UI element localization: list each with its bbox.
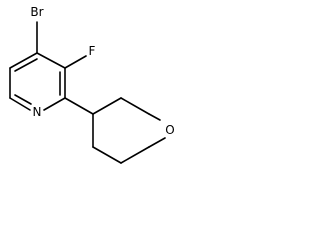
bond-oxane-2 [120,97,150,115]
bromine-label: Br [30,5,43,19]
bond-c5-c4-inner [14,58,38,72]
bond-n1-c6-inner [14,94,32,105]
bond-c5-c4 [9,52,38,69]
bond-c4-c3 [36,52,66,69]
bond-oxane-4 [148,137,166,148]
bond-oxane-3 [148,113,161,121]
bond-oxane-1 [92,97,122,115]
bond-n1-c6 [9,97,31,111]
bond-c3-f [64,55,87,69]
fluorine-label: F [89,44,96,58]
bond-c2-oxane [64,97,94,115]
bond-oxane-6 [92,146,122,164]
oxygen-label: O [165,123,174,137]
bond-oxane-5 [120,146,150,164]
nitrogen-label: N [33,105,42,119]
structure-canvas: Br F N O [9,5,175,164]
pyridine-ring [9,52,66,111]
oxane-ring [92,97,166,164]
bond-c2-n1 [43,97,66,111]
